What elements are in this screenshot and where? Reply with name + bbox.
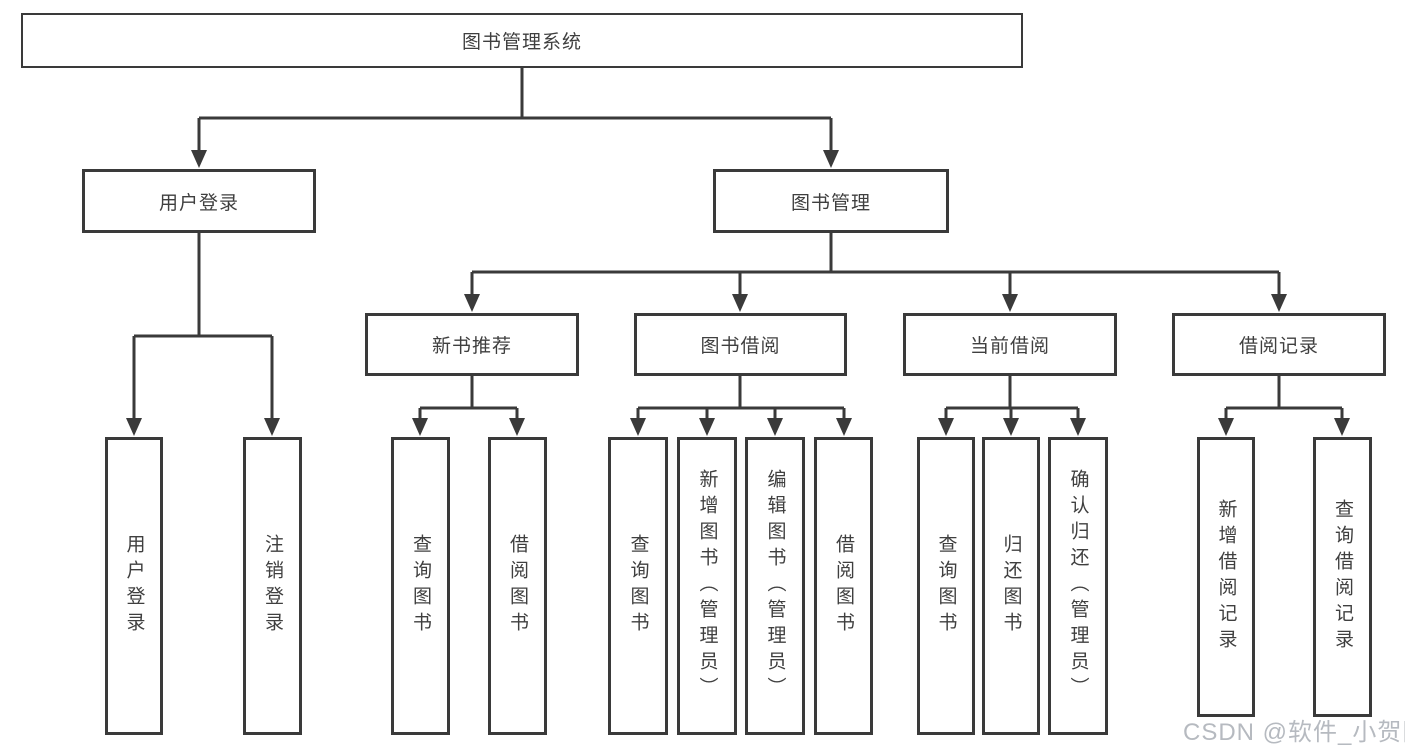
leaf-label: 归还图书 (1000, 534, 1022, 638)
leaf-label: 确认归还（管理员） (1067, 469, 1089, 703)
leaf-confirm-return-admin: 确认归还（管理员） (1048, 437, 1108, 735)
leaf-label: 查询图书 (410, 534, 431, 638)
leaf-query-borrow-record: 查询借阅记录 (1313, 437, 1372, 717)
node-user-login: 用户登录 (82, 169, 316, 233)
leaf-label: 新增图书（管理员） (696, 469, 718, 703)
node-label: 图书管理 (790, 192, 871, 214)
leaf-label: 借阅图书 (833, 534, 854, 638)
leaf-label: 查询借阅记录 (1332, 499, 1353, 655)
leaf-label: 编辑图书（管理员） (764, 469, 786, 703)
leaf-add-books-admin: 新增图书（管理员） (677, 437, 737, 735)
leaf-user-login: 用户登录 (105, 437, 163, 735)
leaf-label: 借阅图书 (507, 534, 528, 638)
leaf-logout: 注销登录 (243, 437, 302, 735)
leaf-return-books: 归还图书 (982, 437, 1040, 735)
node-borrowing-records: 借阅记录 (1172, 313, 1386, 376)
leaf-label: 用户登录 (123, 534, 145, 638)
node-label: 当前借阅 (969, 336, 1050, 357)
leaf-query-books: 查询图书 (391, 437, 450, 735)
node-label: 图书借阅 (700, 336, 781, 357)
leaf-query-books: 查询图书 (917, 437, 975, 735)
node-current-borrowing: 当前借阅 (903, 313, 1117, 376)
node-book-management: 图书管理 (713, 169, 949, 233)
leaf-label: 查询图书 (627, 534, 649, 638)
connector-path (132, 68, 1344, 420)
csdn-watermark: CSDN @软件_小贺同学 (1183, 719, 1405, 746)
node-book-borrowing: 图书借阅 (634, 313, 847, 376)
node-label: 新书推荐 (431, 336, 512, 357)
node-label: 用户登录 (158, 192, 239, 214)
leaf-borrow-books: 借阅图书 (488, 437, 547, 735)
leaf-label: 新增借阅记录 (1215, 499, 1237, 655)
leaf-query-books: 查询图书 (608, 437, 668, 735)
leaf-label: 注销登录 (262, 534, 283, 638)
leaf-edit-books-admin: 编辑图书（管理员） (745, 437, 805, 735)
node-label: 图书管理系统 (461, 32, 582, 53)
leaf-add-borrow-record: 新增借阅记录 (1197, 437, 1255, 717)
node-book-management-system: 图书管理系统 (21, 13, 1023, 68)
node-label: 借阅记录 (1238, 336, 1319, 357)
leaf-borrow-books: 借阅图书 (814, 437, 873, 735)
node-new-book-recommend: 新书推荐 (365, 313, 579, 376)
leaf-label: 查询图书 (935, 534, 957, 638)
